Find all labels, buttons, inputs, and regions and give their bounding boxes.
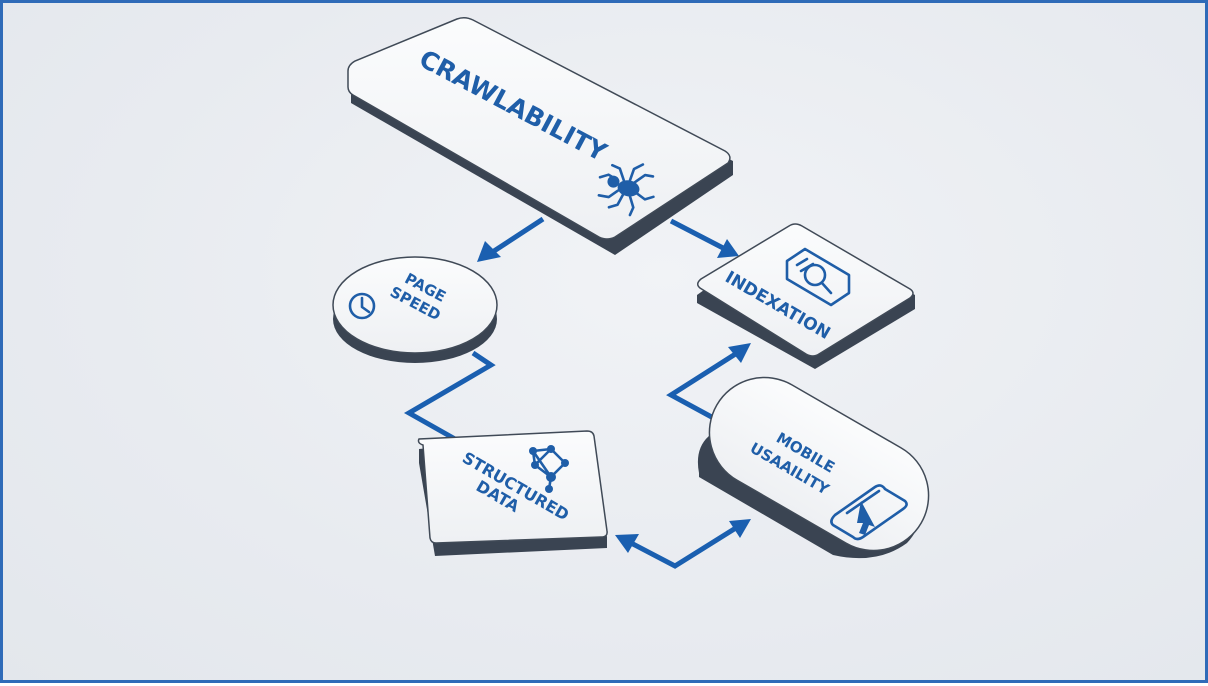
arrow-page-speed-to-structured-data bbox=[403, 350, 496, 442]
arrow-crawlability-to-indexation bbox=[669, 218, 739, 258]
phone-pointer-icon bbox=[830, 484, 908, 541]
node-page-speed[interactable]: PAGE SPEED bbox=[332, 256, 498, 363]
spider-icon bbox=[597, 163, 655, 217]
node-mobile-usability[interactable]: MOBILE USAAILITY bbox=[689, 357, 948, 570]
flow-diagram: CRAWLABILITY PAGE SPEED INDEXATION bbox=[332, 16, 948, 570]
arrow-mobile-usability-to-indexation bbox=[666, 343, 751, 424]
document-search-icon bbox=[785, 247, 851, 307]
clock-icon bbox=[348, 292, 376, 320]
node-indexation[interactable]: INDEXATION bbox=[697, 223, 915, 369]
network-icon bbox=[529, 445, 569, 493]
node-structured-data[interactable]: STRUCTURED DATA bbox=[417, 430, 608, 556]
node-crawlability[interactable]: CRAWLABILITY bbox=[347, 16, 733, 255]
arrow-crawlability-to-page-speed bbox=[477, 216, 545, 262]
arrow-structured-data-mobile-usability bbox=[615, 519, 751, 569]
